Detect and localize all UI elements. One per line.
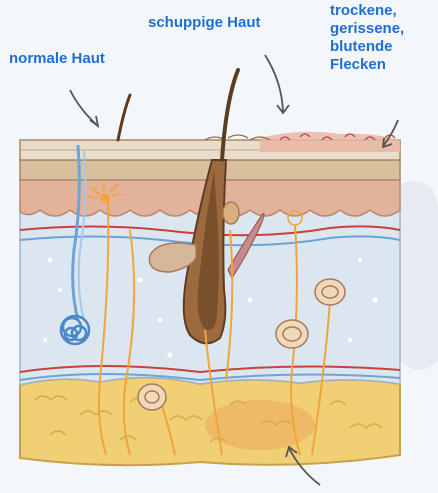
label-dry-patches: trockene, gerissene, blutende Flecken xyxy=(330,2,404,74)
arrow-icon xyxy=(70,90,98,126)
label-scaly-skin: schuppige Haut xyxy=(148,14,261,32)
arrow-head-normal xyxy=(90,116,98,126)
label-normal-skin: normale Haut xyxy=(9,50,105,68)
arrow-icon xyxy=(265,55,283,112)
inflamed-fat-area xyxy=(205,400,315,450)
dry-cracked-patch xyxy=(260,132,400,152)
background-shape xyxy=(395,181,438,370)
second-hair xyxy=(118,95,130,140)
